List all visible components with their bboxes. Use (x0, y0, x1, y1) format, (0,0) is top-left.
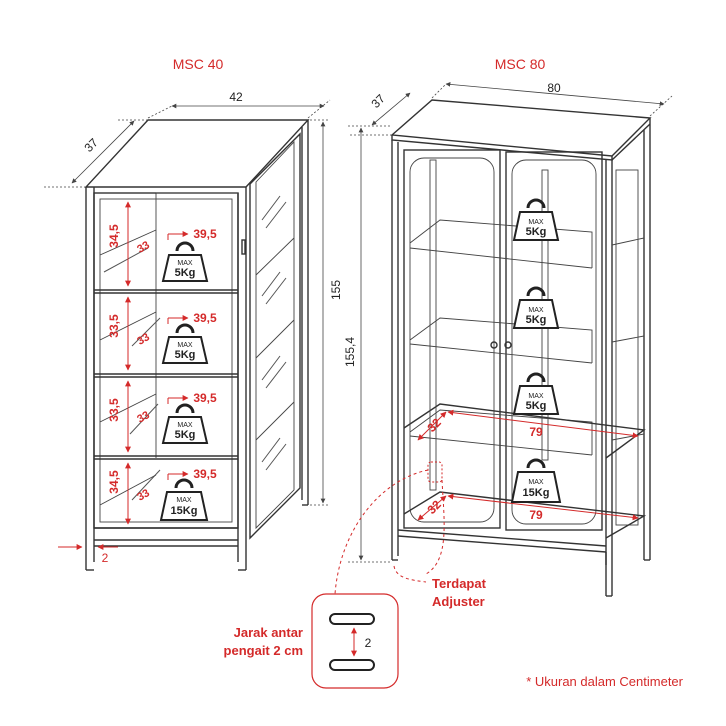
svg-text:MAX: MAX (177, 422, 193, 429)
shelf-2-width: 39,5 (193, 311, 217, 325)
left-shelf-2-dims: 33,5 33 39,5 (107, 296, 217, 371)
svg-text:5Kg: 5Kg (175, 349, 196, 361)
shelf-3-width: 39,5 (193, 391, 217, 405)
hook-note-line2: pengait 2 cm (224, 643, 303, 658)
left-depth-label: 37 (81, 135, 101, 155)
weight-icon: MAX 5Kg (512, 286, 560, 329)
weight-icon: MAX 15Kg (510, 458, 562, 503)
svg-text:MAX: MAX (528, 219, 544, 226)
svg-text:5Kg: 5Kg (526, 226, 547, 238)
left-cabinet (84, 119, 310, 571)
shelf-4-width: 39,5 (193, 467, 217, 481)
shelf-1-width: 39,5 (193, 227, 217, 241)
right-width-label: 80 (547, 81, 561, 95)
shelf-2-height: 33,5 (107, 314, 121, 338)
shelf-3-depth: 33 (135, 409, 152, 426)
svg-text:MAX: MAX (528, 307, 544, 314)
left-model-title: MSC 40 (173, 56, 224, 72)
right-dimension-width: 80 (431, 81, 673, 117)
svg-text:5Kg: 5Kg (526, 400, 547, 412)
left-dimension-foot: 2 (58, 544, 118, 565)
inner-depth-top: 32 (424, 415, 444, 435)
shelf-4-height: 34,5 (107, 470, 121, 494)
adjuster-note-line2: Adjuster (432, 594, 485, 609)
footnote: * Ukuran dalam Centimeter (526, 674, 683, 689)
left-dimension-width: 42 (147, 90, 331, 119)
right-model-title: MSC 80 (495, 56, 546, 72)
right-cabinet (390, 99, 652, 597)
svg-text:5Kg: 5Kg (175, 429, 196, 441)
right-depth-label: 37 (368, 91, 388, 111)
left-shelf-1-dims: 34,5 33 39,5 (107, 201, 217, 287)
left-foot-label: 2 (102, 551, 109, 565)
right-dimension-height: 155,4 (343, 125, 392, 563)
shelf-1-depth: 33 (135, 239, 152, 256)
inner-width-bottom: 79 (529, 508, 543, 522)
svg-text:MAX: MAX (528, 393, 544, 400)
weight-icon: MAX 5Kg (512, 372, 560, 415)
right-inner-dims-bottom: 32 79 (417, 493, 639, 522)
right-dimension-depth: 37 (350, 91, 411, 136)
shelf-4-depth: 33 (135, 487, 152, 504)
hook-spacing-value: 2 (365, 636, 372, 650)
right-height-label: 155,4 (343, 337, 357, 367)
hook-note-line1: Jarak antar (234, 625, 303, 640)
svg-text:MAX: MAX (176, 497, 192, 504)
adjuster-callout: Terdapat Adjuster (334, 461, 487, 609)
weight-icon: MAX 5Kg (161, 323, 209, 364)
svg-text:MAX: MAX (177, 342, 193, 349)
adjuster-note-line1: Terdapat (432, 576, 487, 591)
left-shelf-4-dims: 34,5 33 39,5 (107, 462, 217, 525)
left-dimension-height: 155 (310, 119, 343, 506)
svg-text:5Kg: 5Kg (175, 267, 196, 279)
hook-detail: 2 (311, 593, 399, 689)
shelf-2-depth: 33 (135, 331, 152, 348)
left-width-label: 42 (229, 90, 243, 104)
weight-icon: MAX 5Kg (161, 241, 209, 282)
left-height-label: 155 (329, 280, 343, 300)
shelf-3-height: 33,5 (107, 398, 121, 422)
svg-text:MAX: MAX (177, 260, 193, 267)
weight-icon: MAX 15Kg (159, 478, 209, 521)
shelf-1-height: 34,5 (107, 224, 121, 248)
right-inner-dims-top: 32 79 (417, 409, 639, 441)
svg-text:5Kg: 5Kg (526, 314, 547, 326)
svg-text:15Kg: 15Kg (523, 487, 550, 499)
weight-icon: MAX 5Kg (161, 403, 209, 444)
svg-text:MAX: MAX (528, 479, 544, 486)
svg-text:15Kg: 15Kg (171, 505, 198, 517)
left-shelf-3-dims: 33,5 33 39,5 (107, 380, 217, 453)
weight-icon: MAX 5Kg (512, 198, 560, 241)
inner-width-top: 79 (529, 425, 543, 439)
